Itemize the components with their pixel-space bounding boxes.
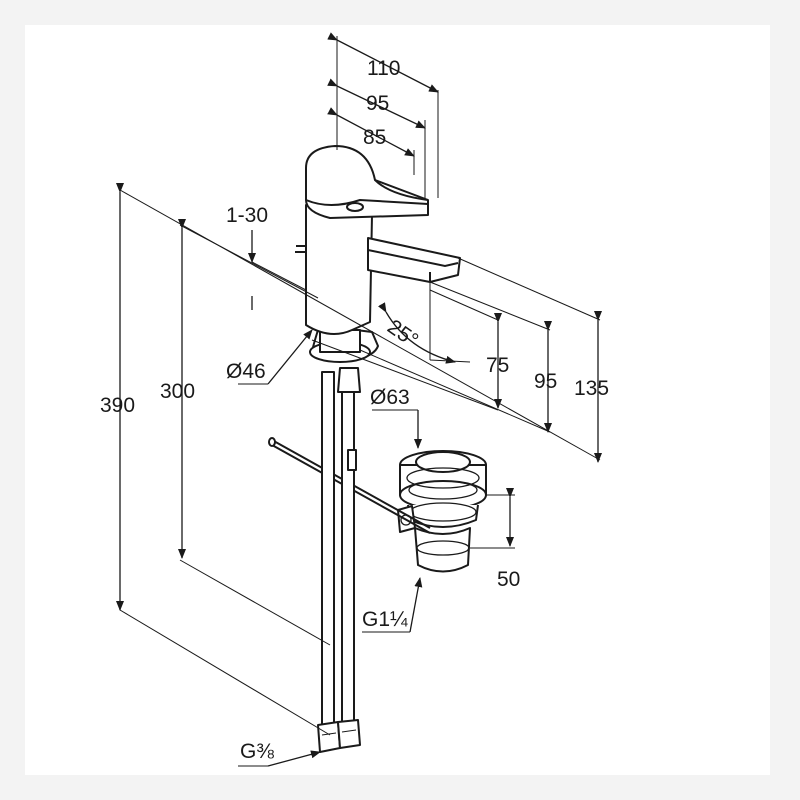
dim-diameter-46: Ø46 <box>226 360 266 383</box>
dim-50: 50 <box>497 568 520 591</box>
dim-95-right: 95 <box>534 370 557 393</box>
dim-135: 135 <box>574 377 609 400</box>
thread-g3-8: G⅜ <box>240 740 274 763</box>
pop-up-waste <box>397 450 487 573</box>
dim-25-degrees: 25° <box>383 315 422 352</box>
dim-diameter-63: Ø63 <box>370 386 410 409</box>
dim-110: 110 <box>367 57 400 80</box>
dim-75: 75 <box>486 354 509 377</box>
dim-300: 300 <box>160 380 195 403</box>
faucet-body <box>295 145 461 363</box>
dim-1-30: 1-30 <box>226 204 268 227</box>
dim-85: 85 <box>363 126 386 149</box>
dim-390: 390 <box>100 394 135 417</box>
thread-g1-1-4: G1¼ <box>362 608 408 631</box>
dim-95-top: 95 <box>366 92 389 115</box>
dimension-lines <box>116 32 602 767</box>
supply-hoses <box>317 367 361 753</box>
